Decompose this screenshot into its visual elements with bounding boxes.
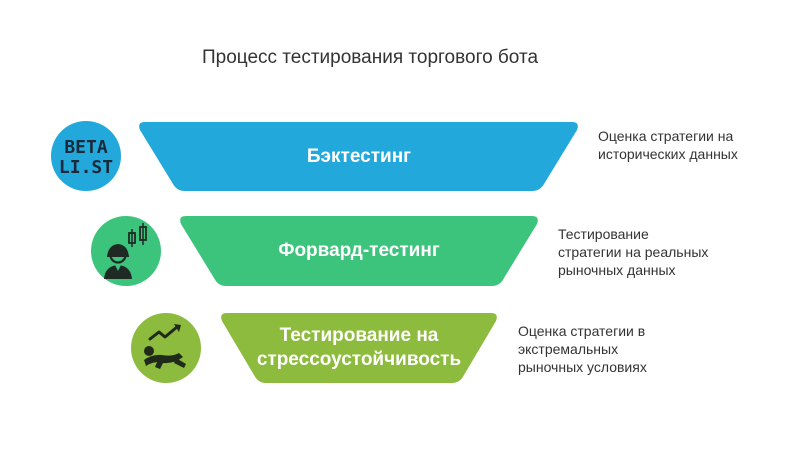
stage-2-description-line-3: рыночных данных — [558, 262, 676, 278]
stage-3-description-line-1: Оценка стратегии в — [518, 323, 646, 339]
betalist-logo-line-1: BETA — [64, 137, 108, 158]
stage-2-description-line-2: стратегии на реальных — [558, 244, 709, 260]
stage-1-description-line-1: Оценка стратегии на — [598, 128, 734, 144]
diagram-title: Процесс тестирования торгового бота — [201, 47, 539, 68]
funnel-stage-3-label: Тестирование на стрессоустойчивость — [240, 313, 478, 383]
funnel-stage-3-label-line-1: Тестирование на — [279, 325, 439, 346]
betalist-logo-icon: BETA LI.ST — [50, 120, 122, 192]
stage-3-description-line-2: экстремальных — [518, 341, 619, 357]
funnel-stage-1-label: Бэктестинг — [306, 145, 412, 167]
funnel-stage-1-shape — [139, 122, 578, 191]
funnel-stage-3-shape — [221, 313, 497, 383]
stage-2-description-line-1: Тестирование — [558, 226, 649, 242]
stress-falling-chart-icon — [130, 312, 202, 384]
stage-3-description: Оценка стратегии в экстремальных рыночны… — [518, 322, 647, 376]
funnel-stage-2-label: Форвард-тестинг — [278, 240, 440, 261]
trader-candlestick-icon — [90, 215, 162, 287]
stage-2-description: Тестирование стратегии на реальных рыноч… — [558, 225, 708, 279]
stage-1-description: Оценка стратегии на исторических данных — [598, 127, 738, 163]
stage-3-description-line-3: рыночных условиях — [518, 359, 647, 375]
funnel-stage-3-label-line-2: стрессоустойчивость — [256, 349, 462, 370]
funnel-stage-2-shape — [180, 216, 538, 286]
stage-1-description-line-2: исторических данных — [598, 146, 738, 162]
betalist-logo-line-2: LI.ST — [59, 157, 113, 178]
